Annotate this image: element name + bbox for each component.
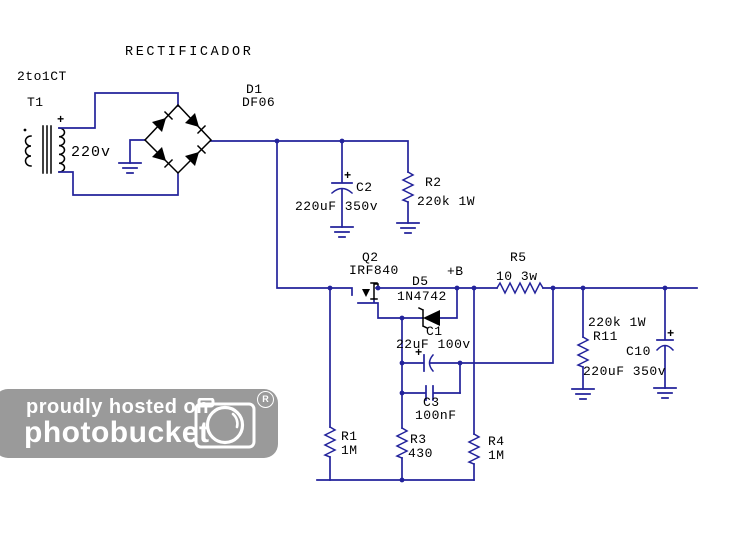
diode-bottom-right (185, 144, 207, 166)
diode-top-left (152, 110, 174, 132)
wire-secondary-bottom (58, 171, 179, 196)
capacitor-c3 (401, 385, 461, 401)
label-r2-ref: R2 (425, 175, 442, 190)
ground-bridge (118, 162, 142, 174)
wire-dc-rail-top (210, 140, 409, 173)
watermark-line2: photobucket (24, 416, 210, 449)
label-c3-ref: C3 (423, 395, 440, 410)
watermark-line1: proudly hosted on (26, 396, 209, 418)
resistor-r11 (576, 287, 590, 390)
schematic-title: RECTIFICADOR (125, 45, 254, 60)
label-d5-ref: D5 (412, 274, 429, 289)
registered-mark: R (257, 391, 274, 408)
label-xfmr-polarity: + (57, 113, 65, 127)
resistor-r5 (495, 281, 545, 295)
wire-left-drop-and-gate (276, 140, 353, 296)
resistor-r4 (467, 287, 481, 481)
diode-bottom-left (152, 147, 174, 169)
primary-polarity-dot (23, 128, 27, 132)
label-r1-ref: R1 (341, 429, 358, 444)
resistor-r2 (401, 170, 415, 224)
label-xfmr-ref: T1 (27, 95, 44, 110)
capacitor-c1 (401, 353, 461, 373)
wire-secondary-top (58, 92, 179, 129)
label-r2-value: 220k 1W (417, 194, 476, 209)
capacitor-c10 (655, 287, 675, 389)
label-r4-value: 1M (488, 448, 505, 463)
label-d5-part: 1N4742 (397, 289, 447, 304)
label-r5-ref: R5 (510, 250, 527, 265)
resistor-r3 (395, 426, 409, 459)
label-r11-ref: R11 (593, 329, 618, 344)
label-q2-part: IRF840 (349, 263, 399, 278)
photobucket-watermark: proudly hosted on photobucket R (0, 389, 278, 458)
wire-bridge-to-ground (129, 139, 146, 164)
label-xfmr-ratio: 2to1CT (17, 69, 67, 84)
label-bplus: +B (447, 264, 464, 279)
label-c2-value: 220uF 350v (295, 199, 379, 214)
mosfet-q2 (362, 282, 379, 300)
ground-c10 (653, 387, 677, 399)
label-c3-value: 100nF (415, 408, 457, 423)
label-c2-polarity: + (344, 169, 352, 183)
label-r3-value: 430 (408, 446, 433, 461)
capacitor-c2 (330, 140, 354, 228)
label-c1-polarity: + (415, 346, 423, 360)
label-c2-ref: C2 (356, 180, 373, 195)
core-lines (42, 125, 52, 174)
ground-c2 (330, 226, 354, 238)
label-r4-ref: R4 (488, 434, 505, 449)
label-c1-ref: C1 (426, 324, 443, 339)
junction-dots (274, 138, 668, 483)
wire-c1-out-link (459, 287, 554, 364)
label-r1-value: 1M (341, 443, 358, 458)
bridge-rectifier (143, 103, 213, 175)
camera-icon (194, 398, 256, 449)
label-bridge-ref: D1 (246, 82, 263, 97)
zener-d5 (417, 306, 440, 330)
label-r5-value: 10 3w (496, 269, 538, 284)
label-c10-ref: C10 (626, 344, 651, 359)
secondary-coil (58, 127, 66, 173)
primary-coil (24, 135, 32, 167)
resistor-r1 (323, 287, 337, 481)
label-c1-value: 22uF 100v (396, 337, 471, 352)
label-c10-value: 220uF 350v (583, 364, 667, 379)
mosfet-channel-bar (370, 282, 379, 300)
label-q2-ref: Q2 (362, 250, 379, 265)
bridge-diamond (143, 103, 213, 175)
label-c10-polarity: + (667, 327, 675, 341)
wires (58, 92, 698, 481)
label-xfmr-voltage: 220v (71, 144, 112, 161)
ground-r2 (396, 222, 420, 234)
label-r3-ref: R3 (410, 432, 427, 447)
wire-zener-anode-link (439, 287, 458, 319)
label-r11-value: 220k 1W (588, 315, 647, 330)
diode-top-right (185, 113, 207, 135)
mosfet-arrow (362, 289, 370, 297)
label-bridge-part: DF06 (242, 95, 276, 110)
ground-r11 (571, 388, 595, 400)
transformer (23, 125, 66, 174)
